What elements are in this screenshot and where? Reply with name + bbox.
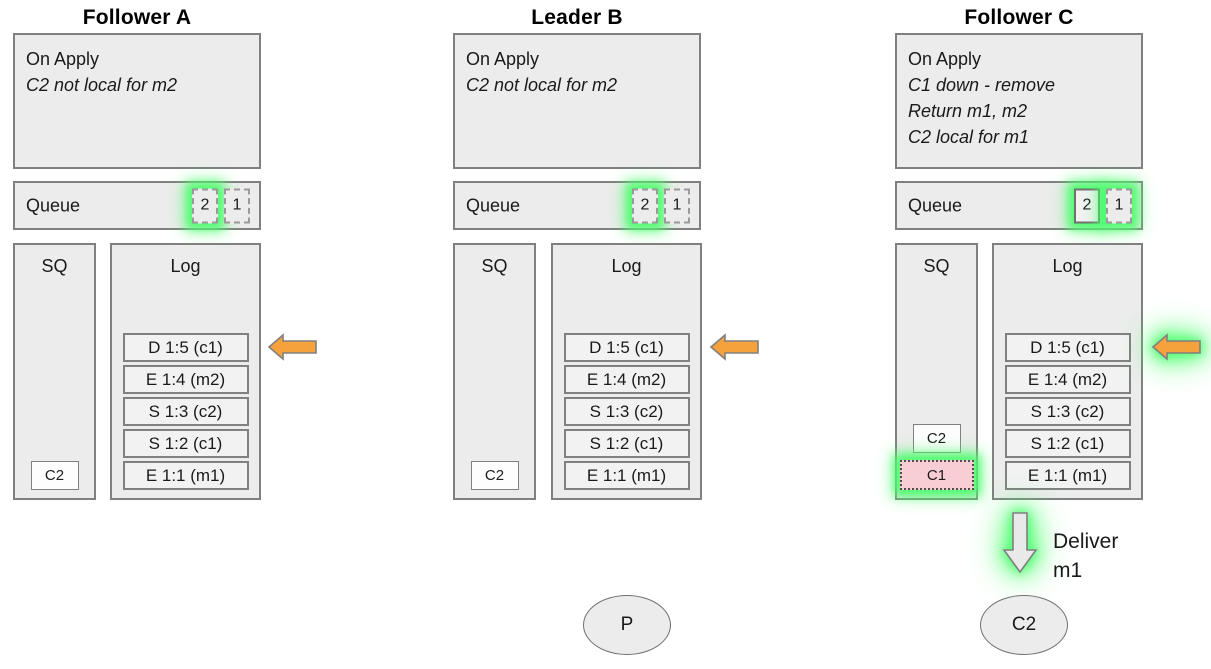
log-entry-b-2[interactable]: S 1:2 (c1) <box>563 429 690 458</box>
log-entry-c-5[interactable]: D 1:5 (c1) <box>1004 333 1131 362</box>
log-entry-a-5[interactable]: D 1:5 (c1) <box>122 333 249 362</box>
queue-label-b: Queue <box>466 195 521 215</box>
queue-box-leader-b: Queue 2 1 <box>453 181 701 230</box>
on-apply-box-leader-b: On Apply C2 not local for m2 <box>453 33 701 169</box>
on-apply-header-c: On Apply <box>908 49 982 69</box>
on-apply-line-a-1: C2 not local for m2 <box>26 75 178 95</box>
queue-box-follower-c: Queue 2 1 <box>895 181 1143 230</box>
on-apply-line-b-1: C2 not local for m2 <box>466 75 618 95</box>
apply-pointer-arrow-follower-a <box>267 333 317 361</box>
log-entry-b-4[interactable]: E 1:4 (m2) <box>563 365 690 394</box>
log-entry-a-4[interactable]: E 1:4 (m2) <box>122 365 249 394</box>
queue-label-a: Queue <box>26 195 81 215</box>
on-apply-header-b: On Apply <box>466 49 540 69</box>
deliver-arrow-down-icon <box>1001 512 1039 574</box>
log-stack-a: E 1:1 (m1) S 1:2 (c1) S 1:3 (c2) E 1:4 (… <box>112 333 259 490</box>
log-entry-b-3[interactable]: S 1:3 (c2) <box>563 397 690 426</box>
log-entry-c-4[interactable]: E 1:4 (m2) <box>1004 365 1131 394</box>
queue-slot-b-2[interactable]: 2 <box>632 188 658 223</box>
sq-stack-c: C2 C1 <box>897 424 976 490</box>
log-label-b: Log <box>611 256 642 276</box>
log-entry-c-1[interactable]: E 1:1 (m1) <box>1004 461 1131 490</box>
log-stack-c: E 1:1 (m1) S 1:2 (c1) S 1:3 (c2) E 1:4 (… <box>994 333 1141 490</box>
on-apply-line-c-1: C1 down - remove <box>908 75 1056 95</box>
log-label-a: Log <box>170 256 201 276</box>
queue-slot-b-1[interactable]: 1 <box>664 188 690 223</box>
log-entry-c-3[interactable]: S 1:3 (c2) <box>1004 397 1131 426</box>
log-stack-b: E 1:1 (m1) S 1:2 (c1) S 1:3 (c2) E 1:4 (… <box>553 333 700 490</box>
queue-slot-c-1[interactable]: 1 <box>1106 188 1132 223</box>
sq-column-follower-a: SQ C2 <box>13 243 96 500</box>
sq-item-b-c2[interactable]: C2 <box>470 461 519 490</box>
log-entry-c-2[interactable]: S 1:2 (c1) <box>1004 429 1131 458</box>
sq-item-a-c2[interactable]: C2 <box>30 461 79 490</box>
deliver-label: Deliver m1 <box>1053 530 1119 582</box>
node-title-follower-c: Follower C <box>964 6 1074 29</box>
oval-p-label: P <box>620 614 634 635</box>
oval-client-c2[interactable]: C2 <box>980 595 1068 655</box>
node-title-follower-a: Follower A <box>82 6 192 29</box>
queue-slot-a-2[interactable]: 2 <box>192 188 218 223</box>
queue-slots-a: 2 1 <box>192 188 250 223</box>
log-entry-b-1[interactable]: E 1:1 (m1) <box>563 461 690 490</box>
sq-column-follower-c: SQ C2 C1 <box>895 243 978 500</box>
log-entry-a-1[interactable]: E 1:1 (m1) <box>122 461 249 490</box>
queue-slots-b: 2 1 <box>632 188 690 223</box>
log-entry-a-2[interactable]: S 1:2 (c1) <box>122 429 249 458</box>
on-apply-box-follower-c: On Apply C1 down - remove Return m1, m2 … <box>895 33 1143 169</box>
queue-box-follower-a: Queue 2 1 <box>13 181 261 230</box>
sq-label-a: SQ <box>41 256 68 276</box>
queue-slot-c-2[interactable]: 2 <box>1074 188 1100 223</box>
sq-item-c-c2[interactable]: C2 <box>912 424 961 453</box>
log-entry-b-5[interactable]: D 1:5 (c1) <box>563 333 690 362</box>
on-apply-line-c-2: Return m1, m2 <box>908 101 1028 121</box>
on-apply-line-c-3: C2 local for m1 <box>908 127 1030 147</box>
on-apply-box-follower-a: On Apply C2 not local for m2 <box>13 33 261 169</box>
log-column-follower-c: Log E 1:1 (m1) S 1:2 (c1) S 1:3 (c2) E 1… <box>992 243 1143 500</box>
log-column-leader-b: Log E 1:1 (m1) S 1:2 (c1) S 1:3 (c2) E 1… <box>551 243 702 500</box>
log-label-c: Log <box>1052 256 1083 276</box>
log-entry-a-3[interactable]: S 1:3 (c2) <box>122 397 249 426</box>
oval-process-p[interactable]: P <box>583 595 671 655</box>
apply-pointer-arrow-leader-b <box>709 333 759 361</box>
queue-label-c: Queue <box>908 195 963 215</box>
oval-c2-label: C2 <box>1011 614 1037 635</box>
sq-label-b: SQ <box>481 256 508 276</box>
sq-column-leader-b: SQ C2 <box>453 243 536 500</box>
sq-stack-b: C2 <box>455 461 534 490</box>
sq-stack-a: C2 <box>15 461 94 490</box>
sq-label-c: SQ <box>923 256 950 276</box>
queue-slots-c: 2 1 <box>1074 188 1132 223</box>
queue-slot-a-1[interactable]: 1 <box>224 188 250 223</box>
apply-pointer-arrow-follower-c <box>1151 333 1201 361</box>
sq-item-c-c1[interactable]: C1 <box>899 460 974 490</box>
on-apply-header-a: On Apply <box>26 49 100 69</box>
log-column-follower-a: Log E 1:1 (m1) S 1:2 (c1) S 1:3 (c2) E 1… <box>110 243 261 500</box>
node-title-leader-b: Leader B <box>531 6 623 29</box>
